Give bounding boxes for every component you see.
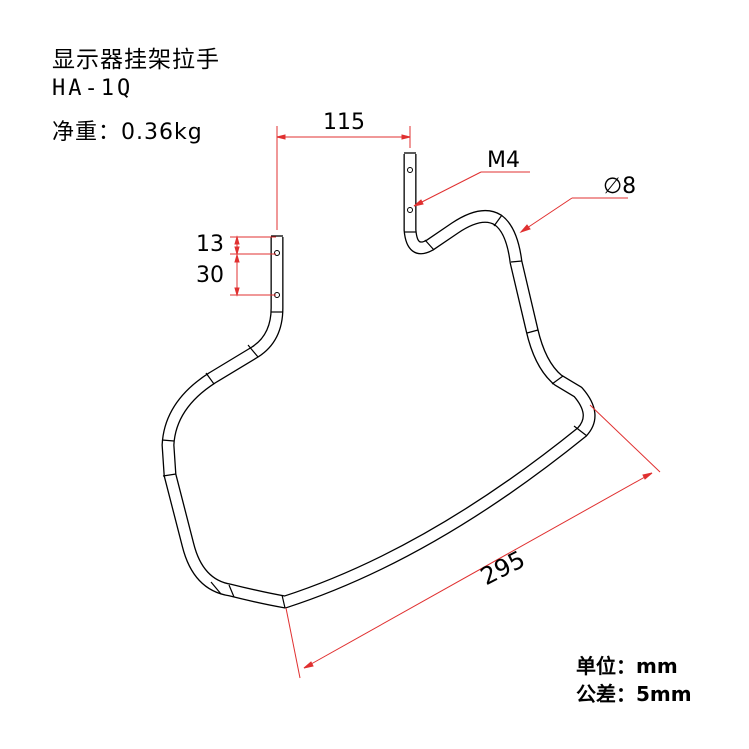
- hole-left-upper: [274, 250, 280, 256]
- dim-30-arrow-top: [234, 253, 240, 263]
- dim-295-line: [303, 472, 653, 669]
- m4-arrow: [413, 199, 424, 207]
- bend-marks: [161, 214, 588, 609]
- d8-leader: [520, 197, 573, 233]
- dim-115-label: 115: [323, 110, 365, 135]
- dim-30-arrow-bot: [234, 287, 240, 297]
- dim-30-label: 30: [196, 263, 224, 288]
- dim-115-arrow-right: [401, 134, 411, 140]
- hole-right-lower: [407, 207, 413, 213]
- thread-m4-label: M4: [487, 148, 520, 173]
- dim-295-arrow-right: [642, 472, 653, 480]
- diameter-symbol-icon: ∅: [603, 174, 623, 199]
- drawing-title: 显示器挂架拉手: [52, 47, 220, 73]
- d8-arrow: [519, 224, 531, 234]
- dimension-lines: [230, 126, 661, 679]
- tolerance-note: 公差：5mm: [576, 682, 692, 706]
- diameter-value: 8: [622, 174, 637, 199]
- dim-295-arrow-left: [303, 661, 314, 669]
- dim-13-arrow-top: [234, 235, 240, 245]
- dim-295-ext-right: [589, 404, 661, 473]
- m4-leader: [413, 171, 482, 207]
- handle-tube-outline: [161, 154, 596, 609]
- model-number: HA-1Q: [52, 76, 134, 101]
- handle-tube: [161, 152, 596, 609]
- dim-115-arrow-left: [276, 134, 286, 140]
- handle-tube-inner: [162, 154, 595, 608]
- dim-13-label: 13: [196, 232, 224, 257]
- dim-13-arrow-bot: [234, 246, 240, 256]
- diameter-label: ∅8: [603, 174, 636, 199]
- hole-right-upper: [407, 167, 413, 173]
- unit-note: 单位：mm: [576, 654, 678, 678]
- net-weight: 净重：0.36kg: [52, 120, 203, 145]
- dim-295-ext-left: [285, 607, 301, 679]
